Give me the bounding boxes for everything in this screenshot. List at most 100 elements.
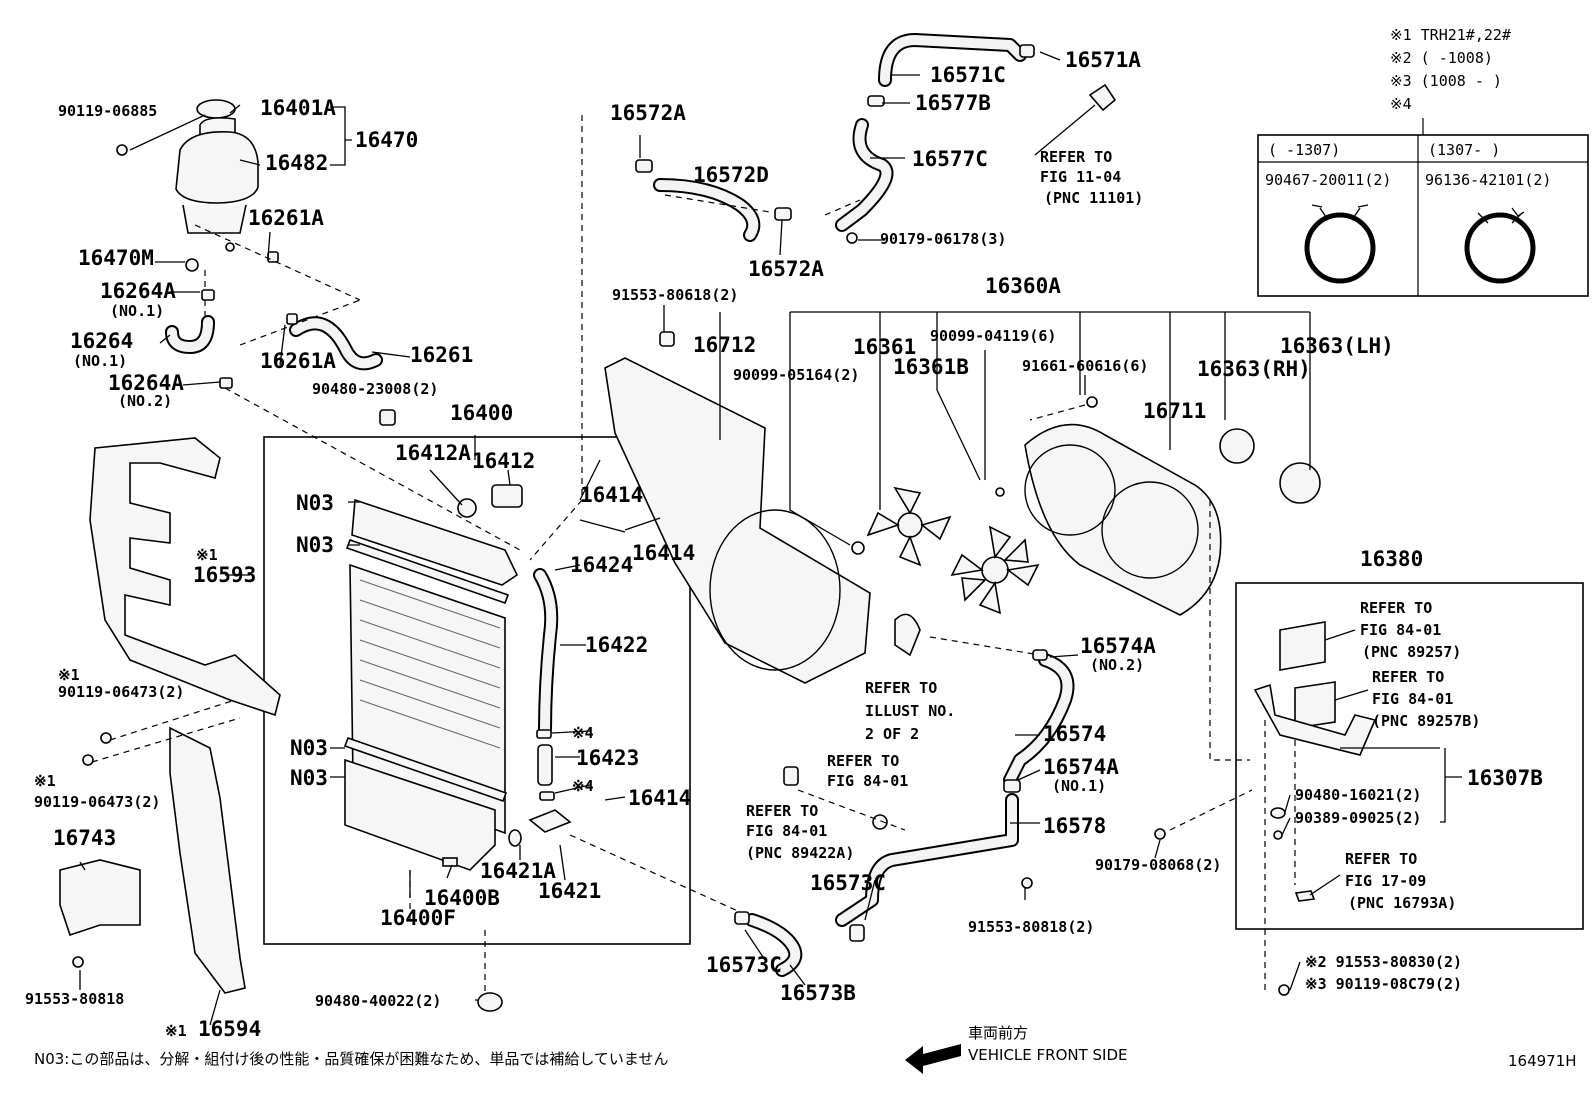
part-label: 16571A: [1065, 48, 1141, 72]
part-label: FIG 11-04: [1040, 168, 1121, 186]
footnote: N03:この部品は、分解・組付け後の性能・品質確保が困難なため、単品では補給して…: [34, 1050, 668, 1068]
pipe-icon: [1088, 83, 1117, 112]
part-label: N03: [290, 736, 328, 760]
part-label: 16414: [632, 541, 695, 565]
part-label: 16400B: [424, 886, 500, 910]
part-label: 90099-05164(2): [733, 366, 859, 384]
legend-note-4: ※4: [1390, 95, 1412, 113]
part-label: 16380: [1360, 547, 1423, 571]
part-label: (PNC 89422A): [746, 844, 854, 862]
part-label: 16264A: [100, 279, 176, 303]
part-labels: 90119-06885 16401A 16470 16482 16261A 16…: [25, 48, 1543, 1041]
fan-16361B-icon: [950, 525, 1040, 615]
part-label: 16361: [853, 335, 916, 359]
part-label: FIG 84-01: [827, 772, 908, 790]
clamp-left-icon: [1304, 212, 1376, 284]
part-label: FIG 17-09: [1345, 872, 1426, 890]
legend-period-right: (1307- ): [1428, 141, 1500, 159]
part-label: 16574A: [1043, 755, 1119, 779]
part-label: 16421A: [480, 859, 556, 883]
part-label: ※3 90119-08C79(2): [1305, 975, 1462, 993]
part-label: 90389-09025(2): [1295, 809, 1421, 827]
relay-89257-icon: [1279, 621, 1326, 671]
part-label: 16712: [693, 333, 756, 357]
bracket-16380-frame: [1235, 582, 1584, 930]
part-label: FIG 84-01: [1360, 621, 1441, 639]
part-label: 16363(RH): [1197, 357, 1311, 381]
part-label: (PNC 11101): [1044, 189, 1143, 207]
part-label: 16573C: [706, 953, 782, 977]
part-label: 90119-06473(2): [58, 683, 184, 701]
legend: [1257, 118, 1589, 297]
part-label: 16573C: [810, 871, 886, 895]
part-label: 16470M: [78, 246, 154, 270]
part-label: 16572D: [693, 163, 769, 187]
part-label: 16412A: [395, 441, 471, 465]
part-label: 16261A: [260, 349, 336, 373]
part-label: N03: [296, 491, 334, 515]
part-label: 16360A: [985, 274, 1061, 298]
part-label: N03: [296, 533, 334, 557]
part-label: 16574: [1043, 722, 1106, 746]
radiator-icon: [343, 498, 519, 871]
part-label: ※4: [572, 724, 594, 742]
part-label: REFER TO: [746, 802, 818, 820]
bracket-16307B-icon: [1253, 683, 1377, 756]
part-label: (NO.2): [1090, 656, 1144, 674]
legend-note-1: ※1 TRH21#,22#: [1390, 26, 1511, 44]
part-label: 16470: [355, 128, 418, 152]
part-label: ILLUST NO.: [865, 702, 955, 720]
outlet-icon: [894, 613, 921, 657]
part-label: ※1: [34, 772, 56, 790]
part-label: FIG 84-01: [1372, 690, 1453, 708]
part-label: ※1: [196, 546, 218, 564]
hose-16423-icon: [537, 744, 553, 786]
part-label: 16423: [576, 746, 639, 770]
legend-note-3: ※3 (1008 - ): [1390, 72, 1502, 90]
part-label: 16401A: [260, 96, 336, 120]
part-label: 16361B: [893, 355, 969, 379]
part-label: ※1: [58, 666, 80, 684]
part-label: 2 OF 2: [865, 725, 919, 743]
fan-motor-shroud-16711-icon: [1024, 423, 1222, 616]
bolt-icon: [116, 144, 128, 156]
fan-16361-icon: [866, 486, 952, 567]
part-label: REFER TO: [827, 752, 899, 770]
part-label: (PNC 16793A): [1348, 894, 1456, 912]
part-label: (NO.1): [73, 352, 127, 370]
figure-id: 164971H: [1508, 1052, 1577, 1070]
part-label: 16577C: [912, 147, 988, 171]
part-label: 16261: [410, 343, 473, 367]
part-label: 16572A: [610, 101, 686, 125]
part-label: 16414: [628, 786, 691, 810]
part-label: 91553-80618(2): [612, 286, 738, 304]
part-label: 90179-06178(3): [880, 230, 1006, 248]
part-label: REFER TO: [865, 679, 937, 697]
front-label-en: VEHICLE FRONT SIDE: [968, 1046, 1128, 1064]
part-label: 16743: [53, 826, 116, 850]
motor-rh-icon: [1219, 428, 1255, 464]
part-label: REFER TO: [1345, 850, 1417, 868]
part-label: 91553-80818(2): [968, 918, 1094, 936]
part-label: 90480-16021(2): [1295, 786, 1421, 804]
part-label: 90119-06885: [58, 102, 157, 120]
part-label: (NO.2): [118, 392, 172, 410]
part-label: ※1: [165, 1022, 187, 1040]
part-label: 16412: [472, 449, 535, 473]
part-label: 16421: [538, 879, 601, 903]
part-label: 16711: [1143, 399, 1206, 423]
part-label: 16400: [450, 401, 513, 425]
part-label: 16264A: [108, 371, 184, 395]
legend-note-2: ※2 ( -1008): [1390, 49, 1493, 67]
part-label: REFER TO: [1360, 599, 1432, 617]
part-label: 16572A: [748, 257, 824, 281]
part-label: 16264: [70, 329, 133, 353]
front-label-jp: 車両前方: [968, 1024, 1028, 1042]
part-label: 90099-04119(6): [930, 327, 1056, 345]
part-label: 16422: [585, 633, 648, 657]
part-label: (NO.1): [110, 302, 164, 320]
front-arrow-icon: [905, 1044, 961, 1074]
shroud-16593-icon: [89, 437, 281, 717]
